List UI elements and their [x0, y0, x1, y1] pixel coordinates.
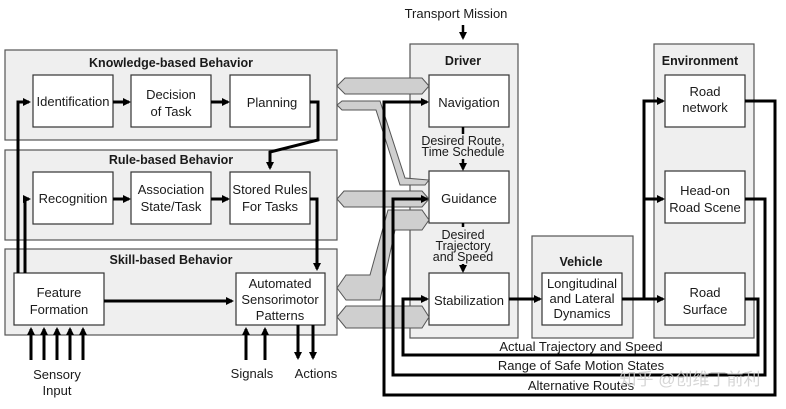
association-label-line2: State/Task [141, 199, 202, 214]
identification-label: Identification [37, 94, 110, 109]
navigation-box [428, 74, 510, 128]
driver-title: Driver [445, 54, 481, 68]
automated-sensorimotor-box [235, 272, 326, 326]
association-box [130, 171, 212, 225]
recognition-label: Recognition [39, 191, 108, 206]
recognition-box [32, 171, 114, 225]
main-flow-arrows [509, 97, 665, 303]
sensory-label-line1: Sensory [33, 367, 81, 382]
association-label-line1: Association [138, 182, 204, 197]
road-network-line1: Road [689, 84, 720, 99]
automated-label-line2: Sensorimotor [241, 292, 319, 307]
route-label-line1: Desired Route, [421, 134, 504, 148]
decision-label-line1: Decision [146, 87, 196, 102]
automated-label-line3: Patterns [256, 308, 305, 323]
vehicle-title: Vehicle [559, 255, 602, 269]
head-on-road-scene-box [664, 170, 746, 224]
route-label-line2: Time Schedule [422, 145, 505, 159]
decision-label-line2: of Task [151, 104, 192, 119]
decision-of-task-box [130, 74, 212, 128]
signals-label: Signals [231, 366, 274, 381]
trajectory-label-line3: and Speed [433, 250, 494, 264]
safe-motion-label: Range of Safe Motion States [498, 358, 665, 373]
watermark: 知乎 @创维丁前利 [620, 370, 761, 389]
actual-trajectory-label: Actual Trajectory and Speed [499, 339, 662, 354]
road-surface-line1: Road [689, 285, 720, 300]
environment-title: Environment [662, 54, 739, 68]
sensory-input-arrows [27, 327, 87, 360]
guidance-box [428, 170, 510, 224]
head-on-line1: Head-on [680, 183, 730, 198]
head-on-line2: Road Scene [669, 200, 741, 215]
skill-based-title: Skill-based Behavior [110, 253, 233, 267]
road-surface-line2: Surface [683, 302, 728, 317]
signals-actions-arrows [242, 325, 317, 360]
identification-box [32, 74, 114, 128]
knowledge-based-panel: Knowledge-based Behavior Identification … [4, 49, 338, 141]
behavior-flow-arrows [16, 98, 321, 305]
road-network-line2: network [682, 100, 728, 115]
planning-label: Planning [247, 95, 298, 110]
feedback-loops [382, 98, 777, 397]
driver-panel: Driver Navigation Desired Route, Time Sc… [409, 43, 519, 339]
alternative-routes-label: Alternative Routes [528, 378, 635, 393]
dynamics-label-line2: and Lateral [549, 291, 614, 306]
feature-label-line1: Feature [37, 285, 82, 300]
knowledge-based-title: Knowledge-based Behavior [89, 56, 253, 70]
skill-based-panel: Skill-based Behavior Feature Formation A… [4, 248, 338, 336]
rule-based-panel: Rule-based Behavior Recognition Associat… [4, 149, 338, 241]
vehicle-panel: Vehicle Longitudinal and Lateral Dynamic… [531, 235, 634, 339]
rule-based-title: Rule-based Behavior [109, 153, 233, 167]
stored-rules-label-line1: Stored Rules [232, 182, 308, 197]
trajectory-label-line2: Trajectory [435, 239, 491, 253]
dynamics-box [541, 272, 623, 326]
environment-panel: Environment Road network Head-on Road Sc… [653, 43, 755, 339]
trajectory-label-line1: Desired [441, 228, 484, 242]
guidance-label: Guidance [441, 191, 497, 206]
sensory-label-line2: Input [43, 383, 72, 398]
stored-rules-label-line2: For Tasks [242, 199, 299, 214]
navigation-label: Navigation [438, 95, 499, 110]
transport-mission-label: Transport Mission [405, 6, 508, 21]
stabilization-box [428, 272, 510, 326]
actions-label: Actions [295, 366, 338, 381]
stabilization-label: Stabilization [434, 293, 504, 308]
feature-label-line2: Formation [30, 302, 89, 317]
dynamics-label-line1: Longitudinal [547, 276, 617, 291]
dynamics-label-line3: Dynamics [553, 306, 611, 321]
feature-formation-box [13, 272, 105, 326]
automated-label-line1: Automated [249, 276, 312, 291]
stored-rules-box [229, 171, 311, 225]
